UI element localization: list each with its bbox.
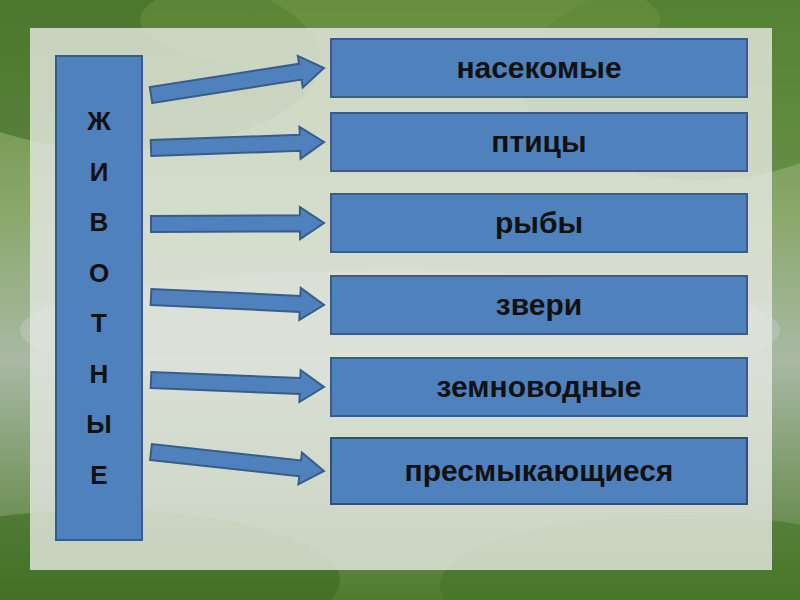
category-box: пресмыкающиеся xyxy=(330,437,748,505)
block-arrow xyxy=(151,127,324,159)
category-box: рыбы xyxy=(330,193,748,253)
block-arrow xyxy=(150,444,324,484)
block-arrow xyxy=(150,56,324,103)
category-box: насекомые xyxy=(330,38,748,98)
category-label: птицы xyxy=(491,125,586,159)
block-arrow xyxy=(151,207,324,239)
vertical-title: ЖИВОТНЫЕ xyxy=(86,96,112,500)
category-label: звери xyxy=(496,288,582,322)
category-box: птицы xyxy=(330,112,748,172)
content-panel xyxy=(30,28,772,570)
category-label: пресмыкающиеся xyxy=(405,454,674,488)
category-box: земноводные xyxy=(330,357,748,417)
group-box: ЖИВОТНЫЕ xyxy=(55,55,143,541)
category-label: насекомые xyxy=(456,51,621,85)
category-box: звери xyxy=(330,275,748,335)
block-arrow xyxy=(151,288,324,320)
block-arrow xyxy=(151,370,324,402)
category-label: рыбы xyxy=(495,206,583,240)
category-label: земноводные xyxy=(437,370,642,404)
